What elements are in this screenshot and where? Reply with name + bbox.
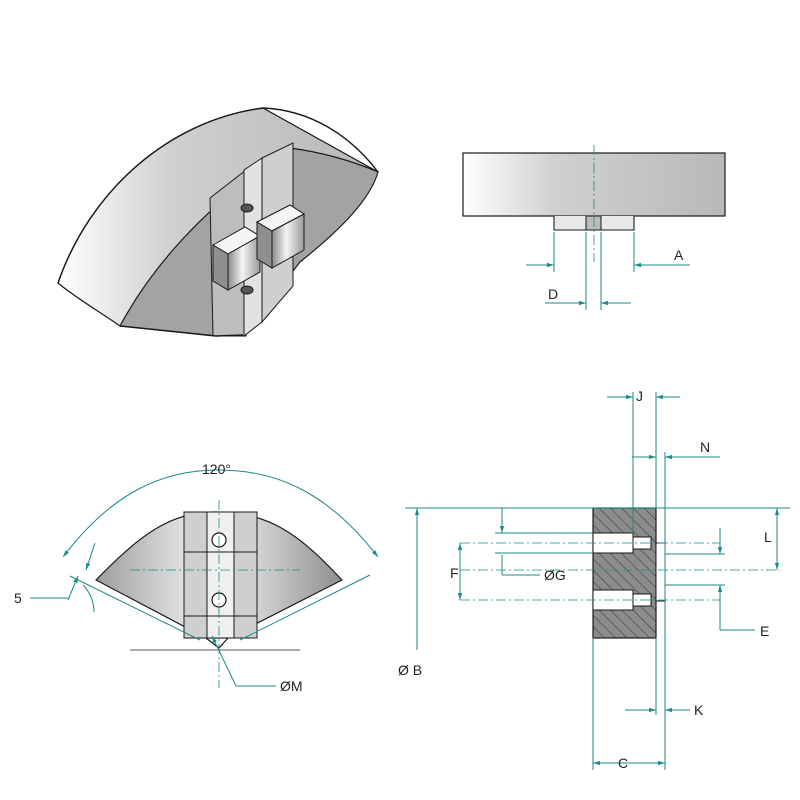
label-five: 5	[14, 590, 22, 606]
label-f: F	[450, 565, 459, 581]
front-view: 120° 5 ØM	[14, 461, 379, 694]
label-a: A	[674, 247, 684, 263]
label-n: N	[700, 439, 710, 455]
label-dia-g: ØG	[544, 567, 566, 583]
label-dia-b: Ø B	[398, 662, 422, 678]
isometric-view	[57, 107, 380, 338]
section-view: Ø B F ØG L E J N	[398, 388, 790, 771]
label-l: L	[764, 529, 772, 545]
label-d: D	[548, 286, 558, 302]
label-e: E	[760, 623, 769, 639]
label-c: C	[618, 755, 628, 771]
label-dia-m: ØM	[280, 678, 303, 694]
label-angle: 120°	[202, 461, 231, 477]
side-view: A D	[462, 145, 726, 310]
label-j: J	[636, 388, 643, 404]
label-k: K	[694, 702, 704, 718]
